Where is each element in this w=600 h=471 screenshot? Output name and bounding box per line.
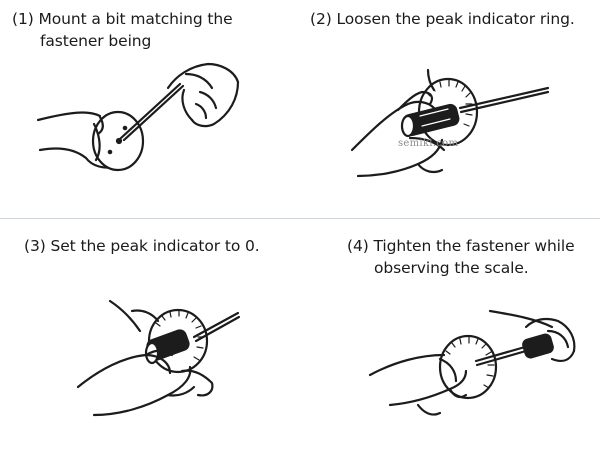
loosen-ring-illustration bbox=[350, 68, 550, 178]
mount-bit-illustration bbox=[36, 62, 240, 172]
step-1-panel: (1) Mount a bit matching the fastener be… bbox=[0, 0, 300, 218]
watermark-text: semiki.com bbox=[398, 138, 459, 149]
step-4-panel: (4) Tighten the fastener while observing… bbox=[300, 219, 600, 471]
step-1-caption-line-2: fastener being bbox=[40, 32, 152, 50]
step-4-caption-line-1: (4) Tighten the fastener while bbox=[347, 237, 575, 255]
step-4-caption: (4) Tighten the fastener while observing… bbox=[347, 235, 575, 279]
step-1-caption-line-1: (1) Mount a bit matching the bbox=[12, 10, 233, 28]
step-1-caption: (1) Mount a bit matching the fastener be… bbox=[12, 8, 233, 52]
step-2-caption-line-1: (2) Loosen the peak indicator ring. bbox=[310, 10, 575, 28]
step-2-panel: (2) Loosen the peak indicator ring. semi… bbox=[300, 0, 600, 218]
set-indicator-illustration bbox=[76, 299, 241, 417]
panel-divider bbox=[0, 218, 600, 219]
step-3-panel: (3) Set the peak indicator to 0. bbox=[0, 219, 300, 471]
step-2-caption: (2) Loosen the peak indicator ring. bbox=[310, 8, 575, 30]
step-4-caption-line-2: observing the scale. bbox=[374, 259, 529, 277]
tighten-fastener-illustration bbox=[368, 309, 576, 416]
step-3-caption: (3) Set the peak indicator to 0. bbox=[24, 235, 260, 257]
step-3-caption-line-1: (3) Set the peak indicator to 0. bbox=[24, 237, 260, 255]
